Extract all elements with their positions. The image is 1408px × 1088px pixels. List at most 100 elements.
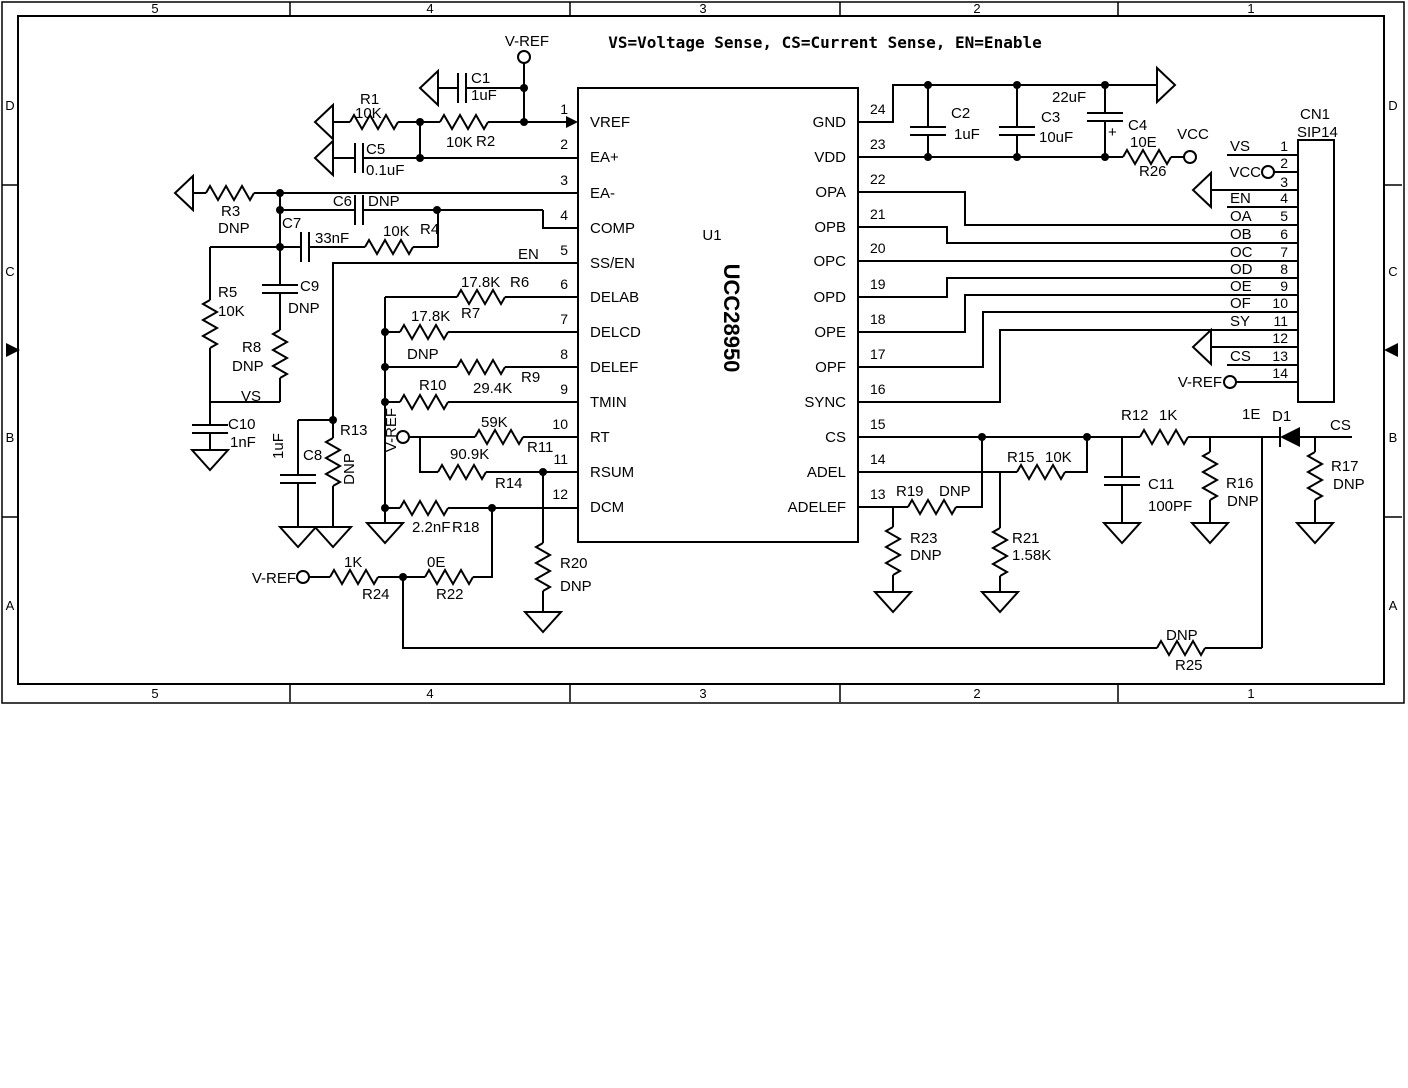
ic-pin-name: VREF bbox=[590, 114, 630, 131]
r2-symbol bbox=[439, 112, 489, 132]
r5-value: 10K bbox=[218, 303, 245, 320]
connector-refdes: CN1 bbox=[1300, 106, 1330, 123]
zone-row-label: A bbox=[6, 598, 15, 613]
ic-pin-number: 11 bbox=[553, 451, 568, 467]
r10-symbol bbox=[399, 392, 449, 412]
connector-pin-net: OF bbox=[1230, 295, 1251, 312]
vref-terminal bbox=[396, 430, 410, 444]
ground-arrow-icon bbox=[1191, 327, 1212, 367]
r23-value: DNP bbox=[910, 547, 942, 564]
ground-arrow-icon bbox=[173, 173, 194, 213]
ic-pin-name: OPA bbox=[815, 184, 846, 201]
r9-value: DNP bbox=[407, 346, 439, 363]
r5-ref: R5 bbox=[218, 284, 237, 301]
ic-pin-name: DELCD bbox=[590, 324, 641, 341]
ic-pin-number: 17 bbox=[870, 346, 886, 362]
ic-pin-name: CS bbox=[825, 429, 846, 446]
ic-pin-name: ADELEF bbox=[788, 499, 846, 516]
connector-body bbox=[1297, 139, 1335, 403]
connector-pin-net: OA bbox=[1230, 208, 1252, 225]
connector-pin-number: 12 bbox=[1272, 330, 1288, 346]
r17-ref: R17 bbox=[1331, 458, 1359, 475]
ic-pin-number: 10 bbox=[552, 416, 568, 432]
ic-pin-name: ADEL bbox=[807, 464, 846, 481]
connector-pin-net: OB bbox=[1230, 226, 1252, 243]
net-labels: V-REF V-REF V-REF VCC VS EN CS bbox=[241, 33, 1351, 587]
zone-col-label: 2 bbox=[973, 1, 980, 16]
d1-value: 1E bbox=[1242, 406, 1260, 423]
r22-ref: R22 bbox=[436, 586, 464, 603]
r4-ref: R4 bbox=[420, 221, 439, 238]
wires-connector bbox=[1211, 154, 1298, 383]
r20-ref: R20 bbox=[560, 555, 588, 572]
r16-symbol bbox=[1200, 451, 1220, 501]
r21-value: 1.58K bbox=[1012, 547, 1051, 564]
r20-symbol bbox=[533, 542, 553, 592]
c9-value: DNP bbox=[288, 300, 320, 317]
r11-symbol bbox=[474, 427, 524, 447]
connector-pin-net: V-REF bbox=[1178, 374, 1222, 391]
wires-vdd-gnd-rail bbox=[858, 84, 1184, 158]
r17-value: DNP bbox=[1333, 476, 1365, 493]
ic-pin-name: COMP bbox=[590, 220, 635, 237]
ic-pin-name: EA- bbox=[590, 185, 615, 202]
r8-symbol bbox=[270, 329, 290, 379]
connector-pin-number: 1 bbox=[1280, 138, 1288, 154]
capacitor-symbols bbox=[192, 73, 1140, 486]
zone-row-label: D bbox=[5, 98, 14, 113]
zone-col-label: 4 bbox=[426, 1, 433, 16]
r1-value: 10K bbox=[355, 105, 382, 122]
r19-symbol bbox=[907, 497, 957, 517]
connector-pin-net: OE bbox=[1230, 278, 1252, 295]
ic-pin-number: 14 bbox=[870, 451, 886, 467]
ic-pin-name: OPF bbox=[815, 359, 846, 376]
c4-polarity-plus-icon: + bbox=[1108, 124, 1117, 141]
r16-ref: R16 bbox=[1226, 475, 1254, 492]
r13-symbol bbox=[323, 437, 343, 487]
r18-symbol bbox=[399, 498, 449, 518]
ic-pin-name: RT bbox=[590, 429, 610, 446]
schematic-canvas: 5 4 3 2 1 5 4 3 2 1 D C B A D C B A VS=V… bbox=[1, 1, 1405, 704]
r25-ref: R25 bbox=[1175, 657, 1203, 674]
ground-arrow-icon bbox=[313, 138, 334, 178]
r11-ref: R11 bbox=[527, 439, 553, 456]
c5-value: 0.1uF bbox=[366, 162, 404, 179]
ic-pin-number: 1 bbox=[560, 101, 568, 117]
zone-col-label: 1 bbox=[1247, 1, 1254, 16]
r24-value: 1K bbox=[344, 554, 362, 571]
ic-part-number: UCC28950 bbox=[719, 264, 744, 373]
ground-icon bbox=[1189, 522, 1231, 545]
ic-refdes: U1 bbox=[702, 227, 721, 244]
c5-symbol bbox=[354, 143, 364, 173]
connector-pin-net: CS bbox=[1230, 348, 1251, 365]
ground-arrow-icon bbox=[1156, 65, 1177, 105]
r2-ref: R2 bbox=[476, 133, 495, 150]
vref-net-label: V-REF bbox=[383, 408, 400, 452]
ic-pin-name: OPD bbox=[813, 289, 846, 306]
c7-value: 33nF bbox=[315, 230, 349, 247]
c2-symbol bbox=[910, 126, 946, 136]
r26-value: 10E bbox=[1130, 134, 1157, 151]
r4-value: 10K bbox=[383, 223, 410, 240]
c1-value: 1uF bbox=[471, 87, 497, 104]
frame-outer-border bbox=[1, 1, 1405, 704]
ic-pin-number: 23 bbox=[870, 136, 886, 152]
r7-value: 17.8K bbox=[411, 308, 450, 325]
r25-value: DNP bbox=[1166, 627, 1198, 644]
wires-adel-row bbox=[858, 437, 1088, 592]
ic-pin-name: EA+ bbox=[590, 149, 619, 166]
frame-right-center-arrow-icon bbox=[1384, 343, 1398, 357]
en-net-label: EN bbox=[518, 246, 539, 263]
frame-ticks bbox=[2, 2, 1402, 702]
ic-pin-name: SYNC bbox=[804, 394, 846, 411]
c10-symbol bbox=[192, 424, 228, 434]
connector-pin-net: VS bbox=[1230, 138, 1250, 155]
frame-left-center-arrow-icon bbox=[6, 343, 20, 357]
r18-ref: R18 bbox=[452, 519, 480, 536]
zone-col-label: 5 bbox=[151, 686, 158, 701]
c4-symbol bbox=[1087, 112, 1123, 122]
c6-value: DNP bbox=[368, 193, 400, 210]
connector-pin-number: 8 bbox=[1280, 261, 1288, 277]
c4-ref: C4 bbox=[1128, 117, 1147, 134]
vref-terminal bbox=[296, 570, 310, 584]
